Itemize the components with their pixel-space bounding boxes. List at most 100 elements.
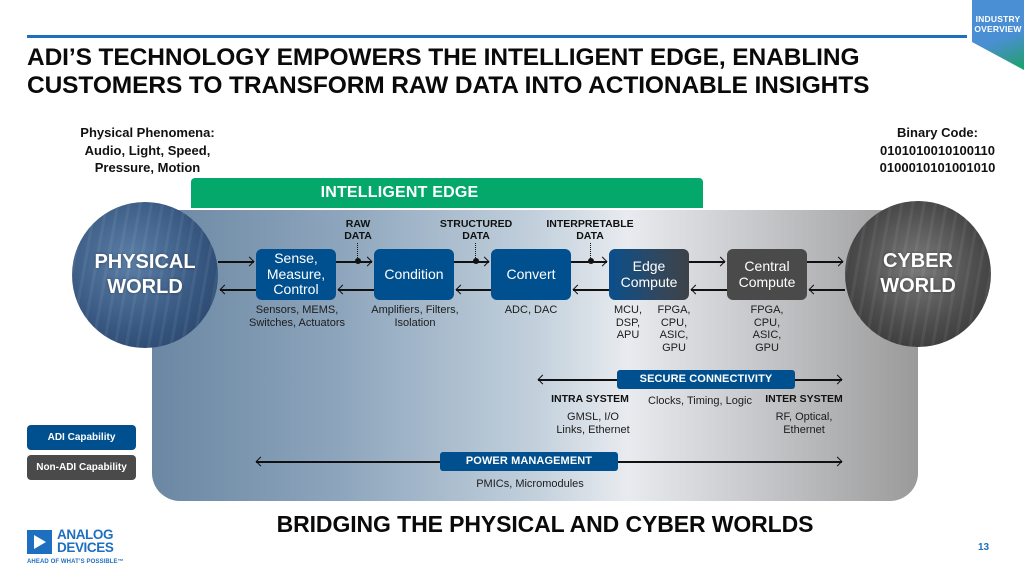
arrow-line [809,289,845,291]
stage-sense-measure-control: Sense, Measure, Control [256,249,336,300]
logo-triangle-icon [27,530,52,554]
example-line: GPU [755,341,779,354]
section-tag-line-2: OVERVIEW [974,24,1022,34]
example-line: GPU [662,341,686,354]
page-number: 13 [978,542,990,553]
stage-label: Compute [620,273,678,290]
structured-data-label: STRUCTURED DATA [434,218,518,242]
circuit-image-texture [845,201,991,347]
label-line: RAW [345,218,371,230]
label-line: STRUCTURED [439,218,513,230]
slide-title-line-2: CUSTOMERS TO TRANSFORM RAW DATA INTO ACT… [27,72,870,99]
legend-label: ADI Capability [47,432,116,443]
intra-system-details: GMSL, I/O Links, Ethernet [548,411,638,436]
stage-label: Central [744,258,790,274]
footer-title: BRIDGING THE PHYSICAL AND CYBER WORLDS [276,511,814,537]
detail-line: PMICs, Micromodules [476,478,584,490]
inter-system-title: INTER SYSTEM [762,393,846,405]
label-line: DATA [344,230,372,242]
label-line: DATA [462,230,490,242]
arrow-line [218,261,254,263]
arrow-line [573,289,609,291]
stage-convert: Convert [491,249,571,300]
example-line: Sensors, MEMS, [255,304,339,316]
edge-compute-adi-examples: MCU, DSP, APU [609,304,647,342]
inter-system-details: RF, Optical, Ethernet [766,411,842,436]
example-line: FPGA, [657,304,691,316]
structured-data-dotted-connector [475,243,476,260]
example-line: ADC, DAC [504,304,558,316]
sense-examples: Sensors, MEMS, Switches, Actuators [238,304,356,329]
cyber-world-label: CYBER [882,250,953,272]
arrow-line [689,261,725,263]
label-line: DATA [576,230,604,242]
label-line: INTER SYSTEM [765,393,843,405]
condition-examples: Amplifiers, Filters, Isolation [360,304,470,329]
legend-label: Non-ADI Capability [36,462,127,473]
physical-world-circle: PHYSICAL WORLD [72,202,218,348]
city-image-texture [72,202,218,348]
caption-line: Audio, Light, Speed, [84,142,211,158]
raw-data-dotted-connector [357,243,358,260]
secure-connectivity-pill: SECURE CONNECTIVITY [617,370,795,389]
intelligent-edge-label: INTELLIGENT EDGE [320,184,479,201]
arrow-line [456,289,491,291]
detail-line: Clocks, Timing, Logic [648,395,752,407]
stage-edge-compute: Edge Compute [609,249,689,300]
power-management-details: PMICs, Micromodules [460,478,600,491]
intra-system-title: INTRA SYSTEM [548,393,632,405]
physical-world-label: PHYSICAL [94,251,196,273]
arrow-line [571,261,607,263]
stage-label: Control [273,281,319,298]
central-compute-examples: FPGA, CPU, ASIC, GPU [745,304,789,354]
logo-word-analog: ANALOG [57,527,114,542]
arrow-line [338,289,374,291]
stage-condition: Condition [374,249,454,300]
example-line: Amplifiers, Filters, [371,304,459,316]
example-line: DSP, [615,316,641,329]
example-line: Isolation [394,316,436,329]
slide-title: ADI’S TECHNOLOGY EMPOWERS THE INTELLIGEN… [27,44,967,100]
interpretable-data-label: INTERPRETABLE DATA [540,218,640,242]
physical-world-label: WORLD [107,276,183,298]
example-line: ASIC, [752,329,782,341]
arrow-line [691,289,727,291]
stage-central-compute: Central Compute [727,249,807,300]
label-line: INTERPRETABLE [546,218,634,230]
edge-compute-non-adi-examples: FPGA, CPU, ASIC, GPU [652,304,696,354]
caption-line: Physical Phenomena: [80,125,215,140]
power-management-pill: POWER MANAGEMENT [440,452,618,471]
cyber-world-circle: CYBER WORLD [845,201,991,347]
example-line: Switches, Actuators [249,316,345,329]
example-line: FPGA, [750,304,784,316]
example-line: ASIC, [659,329,689,341]
arrow-line [807,261,843,263]
raw-data-label: RAW DATA [332,218,384,242]
logo-tagline: AHEAD OF WHAT’S POSSIBLE™ [27,559,124,565]
convert-examples: ADC, DAC [491,304,571,317]
legend-non-adi-capability: Non-ADI Capability [27,455,136,480]
arrow-line [220,289,256,291]
detail-line: GMSL, I/O [567,411,619,423]
stage-label: Edge [632,258,666,274]
power-management-label: POWER MANAGEMENT [465,455,593,467]
arrow-line [336,261,372,263]
label-line: INTRA SYSTEM [551,393,629,405]
caption-line: Pressure, Motion [94,160,201,175]
detail-line: RF, Optical, [775,411,833,423]
caption-line: 0100010101001010 [879,160,996,175]
physical-phenomena-caption: Physical Phenomena: Audio, Light, Speed,… [60,124,235,177]
stage-label: Sense, [274,250,318,267]
secure-connectivity-label: SECURE CONNECTIVITY [639,373,773,385]
caption-line: 0101010010100110 [880,142,995,158]
section-tag: INDUSTRY OVERVIEW [972,0,1024,70]
example-line: CPU, [660,316,688,329]
detail-line: Ethernet [783,423,825,436]
example-line: MCU, [613,304,643,316]
logo-word-devices: DEVICES [57,540,114,555]
example-line: CPU, [753,316,781,329]
detail-line: Links, Ethernet [556,423,630,436]
caption-line: Binary Code: [897,125,978,140]
arrow-line [454,261,489,263]
stage-label: Compute [738,273,796,290]
